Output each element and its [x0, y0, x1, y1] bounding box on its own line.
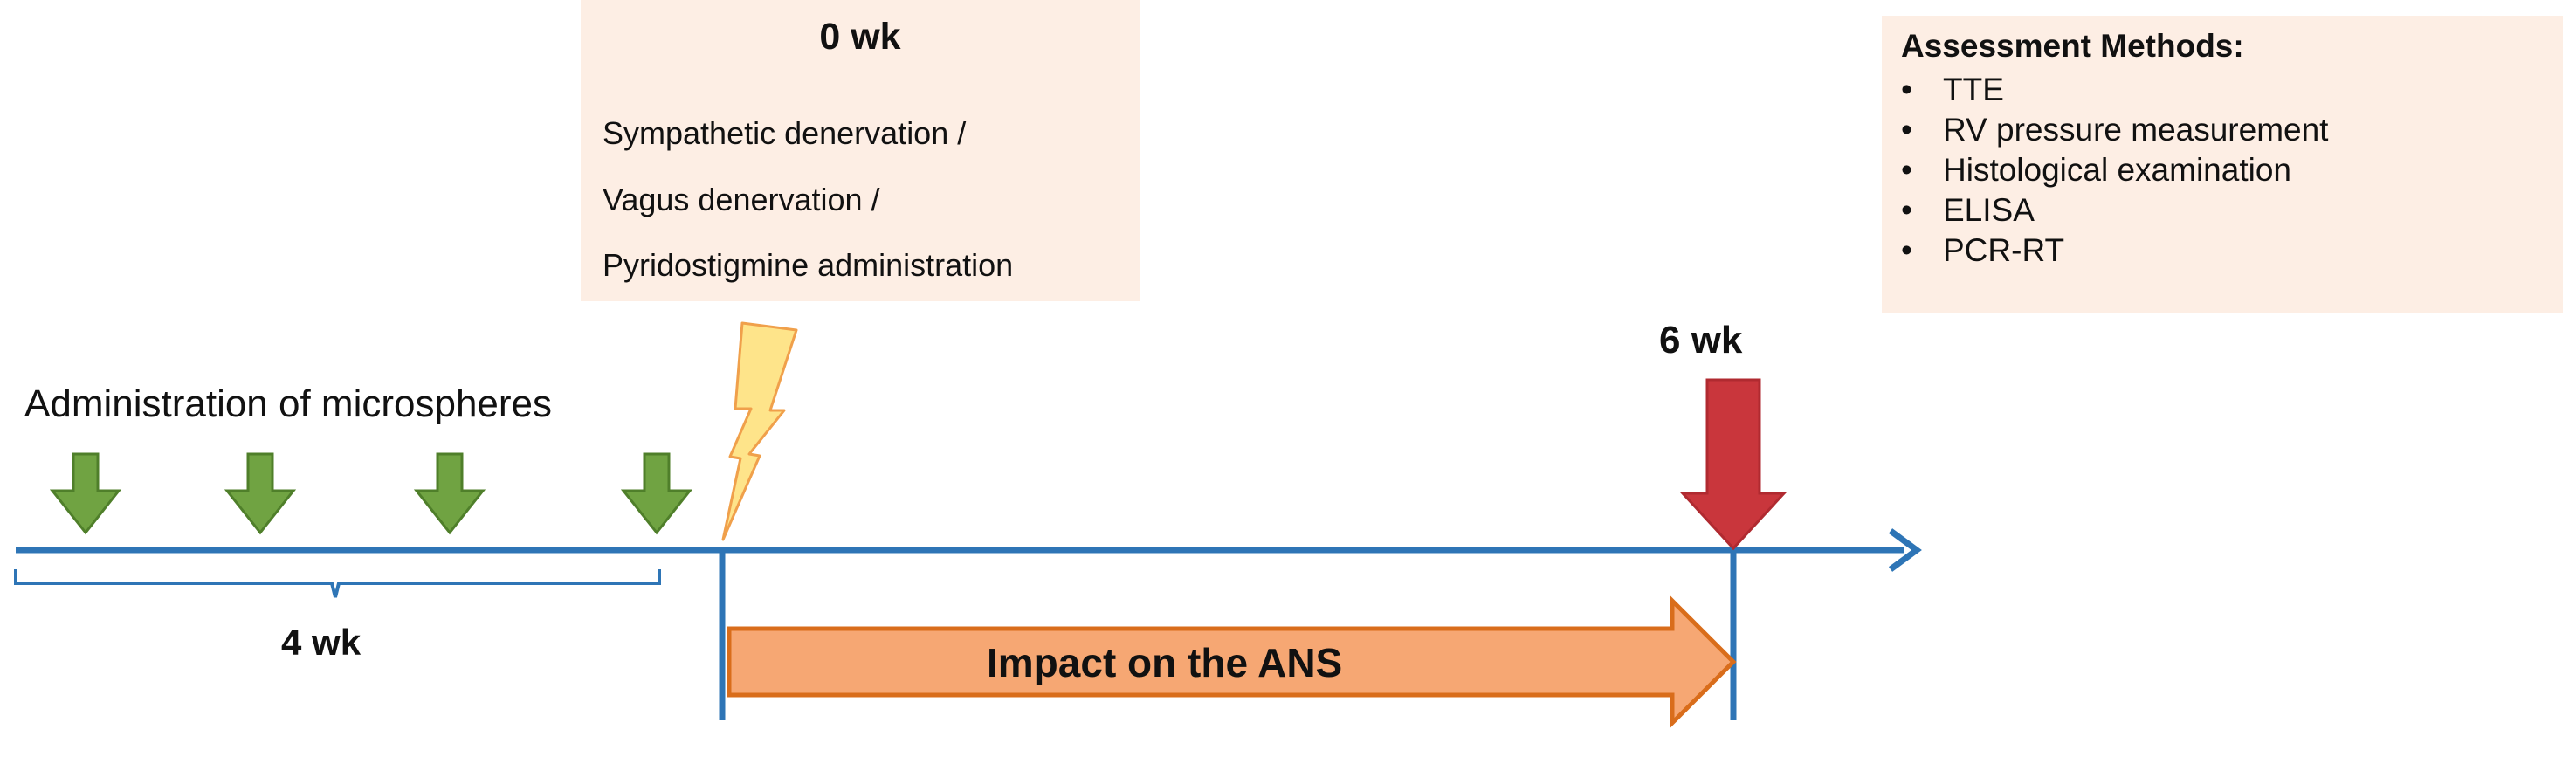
impact-label: Impact on the ANS — [987, 640, 1343, 685]
arrow-down-icon — [224, 452, 297, 535]
four-week-bracket — [14, 569, 661, 598]
start-event-box: 0 wk Sympathetic denervation / Vagus den… — [581, 0, 1140, 301]
injection-period-label: 4 wk — [281, 622, 362, 663]
assessment-title: Assessment Methods: — [1901, 28, 2244, 64]
start-event-title: 0 wk — [819, 16, 901, 58]
start-event-line: Pyridostigmine administration — [603, 247, 1014, 283]
assessment-item: •PCR-RT — [1901, 232, 2065, 268]
end-arrow-icon — [1679, 378, 1787, 551]
end-time-label: 6 wk — [1659, 319, 1743, 361]
assessment-item: •ELISA — [1901, 192, 2035, 228]
assessment-item: •TTE — [1901, 72, 2004, 107]
timeline-arrowhead — [1888, 528, 1922, 572]
microspheres-label: Administration of microspheres — [24, 382, 553, 425]
assessment-methods-box: Assessment Methods: •TTE •RV pressure me… — [1882, 16, 2563, 313]
arrow-down-icon — [413, 452, 486, 535]
lightning-bolt-icon — [721, 321, 798, 541]
arrow-down-icon — [620, 452, 693, 535]
start-event-line: Sympathetic denervation / — [603, 115, 967, 151]
assessment-item: •Histological examination — [1901, 152, 2291, 188]
start-event-line: Vagus denervation / — [603, 182, 880, 217]
impact-arrow-icon — [727, 595, 1737, 729]
assessment-list: •TTE •RV pressure measurement •Histologi… — [1901, 70, 2328, 271]
assessment-item: •RV pressure measurement — [1901, 112, 2329, 148]
arrow-down-icon — [49, 452, 122, 535]
microsphere-arrows — [49, 452, 693, 535]
